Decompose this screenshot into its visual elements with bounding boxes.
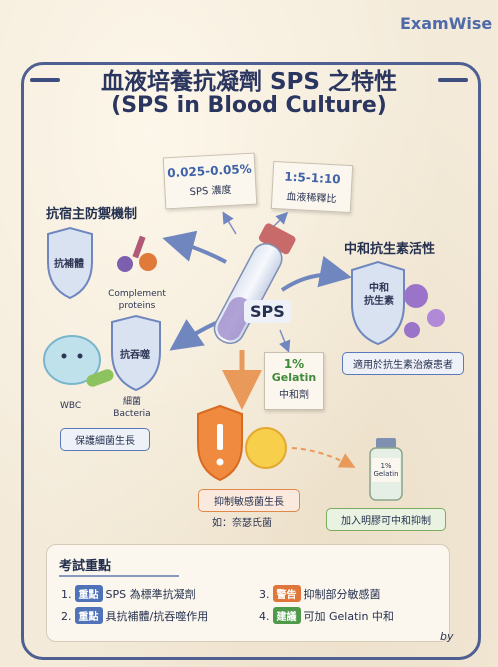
protect-bacteria-pill: 保護細菌生長 (60, 428, 150, 451)
summary-item-2: 2.重點具抗補體/抗吞噬作用 (61, 607, 208, 624)
arrow-to-host-defense (162, 230, 227, 264)
arrow-to-phagocytosis (169, 319, 219, 351)
gelatin-note: 1% Gelatin 中和劑 (264, 352, 324, 410)
gelatin-vial (369, 438, 403, 501)
outer-frame (21, 62, 481, 660)
complement-label: Complement proteins (108, 289, 166, 311)
left-heading: 抗宿主防禦機制 (46, 207, 138, 222)
arrow-to-gelatin-label (279, 329, 291, 353)
summary-underline (59, 575, 179, 577)
summary-item-4: 4.建議可加 Gelatin 中和 (259, 607, 394, 624)
title-sub: (SPS in Blood Culture) (111, 93, 387, 118)
vial-label: 1% Gelatin (373, 462, 399, 478)
anti-complement-label: 抗補體 (54, 259, 84, 270)
shield-anti-phagocytosis (111, 314, 161, 392)
bacteria-rod (86, 369, 114, 387)
brand-logo: ExamWise (400, 14, 493, 33)
signature: by (440, 630, 454, 643)
inhibit-pill: 抑制敏感菌生長 (198, 489, 300, 512)
right-heading: 中和抗生素活性 (344, 242, 436, 257)
arrow-to-antibiotic (280, 255, 352, 292)
arrow-to-concentration (222, 211, 237, 235)
center-label: SPS (244, 300, 291, 323)
example-label: 如：奈瑟氏菌 (212, 518, 272, 529)
anti-phagocytosis-label: 抗吞噬 (120, 350, 150, 361)
antibiotic-patient-pill: 適用於抗生素治療患者 (342, 352, 464, 375)
wbc-label: WBC (60, 401, 82, 411)
sensitive-bacteria (245, 427, 287, 469)
neutralize-label: 中和 抗生素 (364, 283, 394, 307)
title-main: 血液培養抗凝劑 SPS 之特性 (100, 69, 397, 95)
bacteria-label: 細菌 Bacteria (113, 397, 151, 419)
summary-item-3: 3.警告抑制部分敏感菌 (259, 585, 381, 602)
title-rule (0, 66, 498, 90)
gelatin-result-pill: 加入明膠可中和抑制 (326, 508, 446, 531)
summary-heading: 考試重點 (59, 559, 112, 574)
sps-tube (213, 223, 296, 345)
shield-anti-complement (47, 226, 93, 300)
arrow-to-vial (291, 447, 356, 468)
wbc-blob (43, 335, 101, 385)
shield-neutralize (351, 260, 405, 346)
